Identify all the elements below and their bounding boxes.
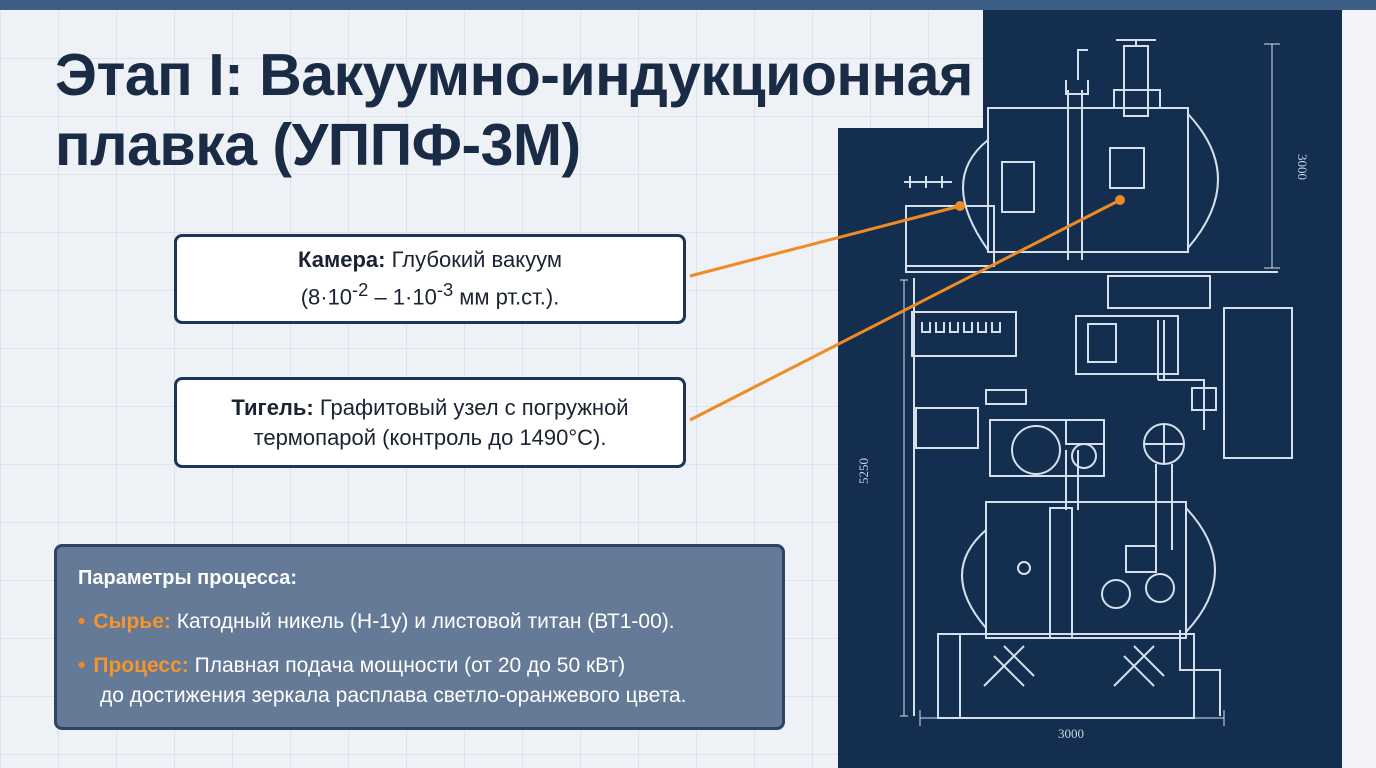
dimension-bottom-width: 3000 <box>1058 726 1084 741</box>
dimension-side-height: 5250 <box>856 458 871 484</box>
param-text-process: Плавная подача мощности (от 20 до 50 кВт… <box>188 654 626 677</box>
dimension-top-height: 3000 <box>1295 154 1310 180</box>
left-flanges <box>904 176 1278 273</box>
camera-callout-text-1: Глубокий вакуум <box>385 247 562 273</box>
crucible-callout-line-2: термопарой (контроль до 1490°C). <box>253 424 607 450</box>
machine-frame <box>900 275 1293 717</box>
camera-exponent-2: -3 <box>436 279 454 301</box>
param-item-raw-material: • Сырье: Катодный никель (Н-1у) и листово… <box>78 607 675 637</box>
param-key-raw-material: Сырье: <box>93 610 171 633</box>
page-title: Этап I: Вакуумно-индукционная плавка (УП… <box>55 40 985 180</box>
camera-text-a: (8·10 <box>300 284 353 310</box>
crucible-callout-text-1: Графитовый узел с погружной <box>313 394 629 420</box>
camera-callout: Камера: Глубокий вакуум (8·10-2 – 1·10-3… <box>174 234 686 324</box>
camera-exponent-1: -2 <box>352 279 369 301</box>
crucible-callout: Тигель: Графитовый узел с погружной терм… <box>174 377 686 468</box>
bullet-icon: • <box>78 654 86 677</box>
right-margin-strip <box>1342 10 1376 768</box>
top-column <box>1077 39 1161 117</box>
process-parameters-title: Параметры процесса: <box>78 567 298 589</box>
crucible-callout-line-1: Тигель: Графитовый узел с погружной <box>177 393 683 423</box>
crucible-callout-key: Тигель: <box>231 394 314 420</box>
page-title-line-1: Этап I: Вакуумно-индукционная <box>55 42 973 108</box>
param-key-process: Процесс: <box>93 654 189 677</box>
camera-callout-key: Камера: <box>298 247 386 273</box>
camera-callout-line-1: Камера: Глубокий вакуум <box>177 245 683 275</box>
camera-text-b: – 1·10 <box>368 284 437 310</box>
camera-callout-line-2: (8·10-2 – 1·10-3 мм рт.ст.). <box>177 275 683 312</box>
camera-text-c: мм рт.ст.). <box>453 284 560 310</box>
page-title-line-2: плавка (УППФ-3М) <box>55 112 581 178</box>
bullet-icon: • <box>78 610 86 633</box>
param-text-process-continuation: до достижения зеркала расплава светло-ор… <box>100 684 687 707</box>
top-accent-bar <box>0 0 1376 10</box>
upper-vacuum-chamber <box>962 80 1219 260</box>
process-parameters-panel: Параметры процесса: • Сырье: Катодный ник… <box>54 544 785 730</box>
lower-chamber <box>961 501 1221 716</box>
param-text-raw-material: Катодный никель (Н-1у) и листовой титан … <box>170 610 675 633</box>
param-item-process: • Процесс: Плавная подача мощности (от 20… <box>78 651 686 711</box>
middle-mechanism <box>989 315 1217 550</box>
base-frame <box>919 633 1225 726</box>
